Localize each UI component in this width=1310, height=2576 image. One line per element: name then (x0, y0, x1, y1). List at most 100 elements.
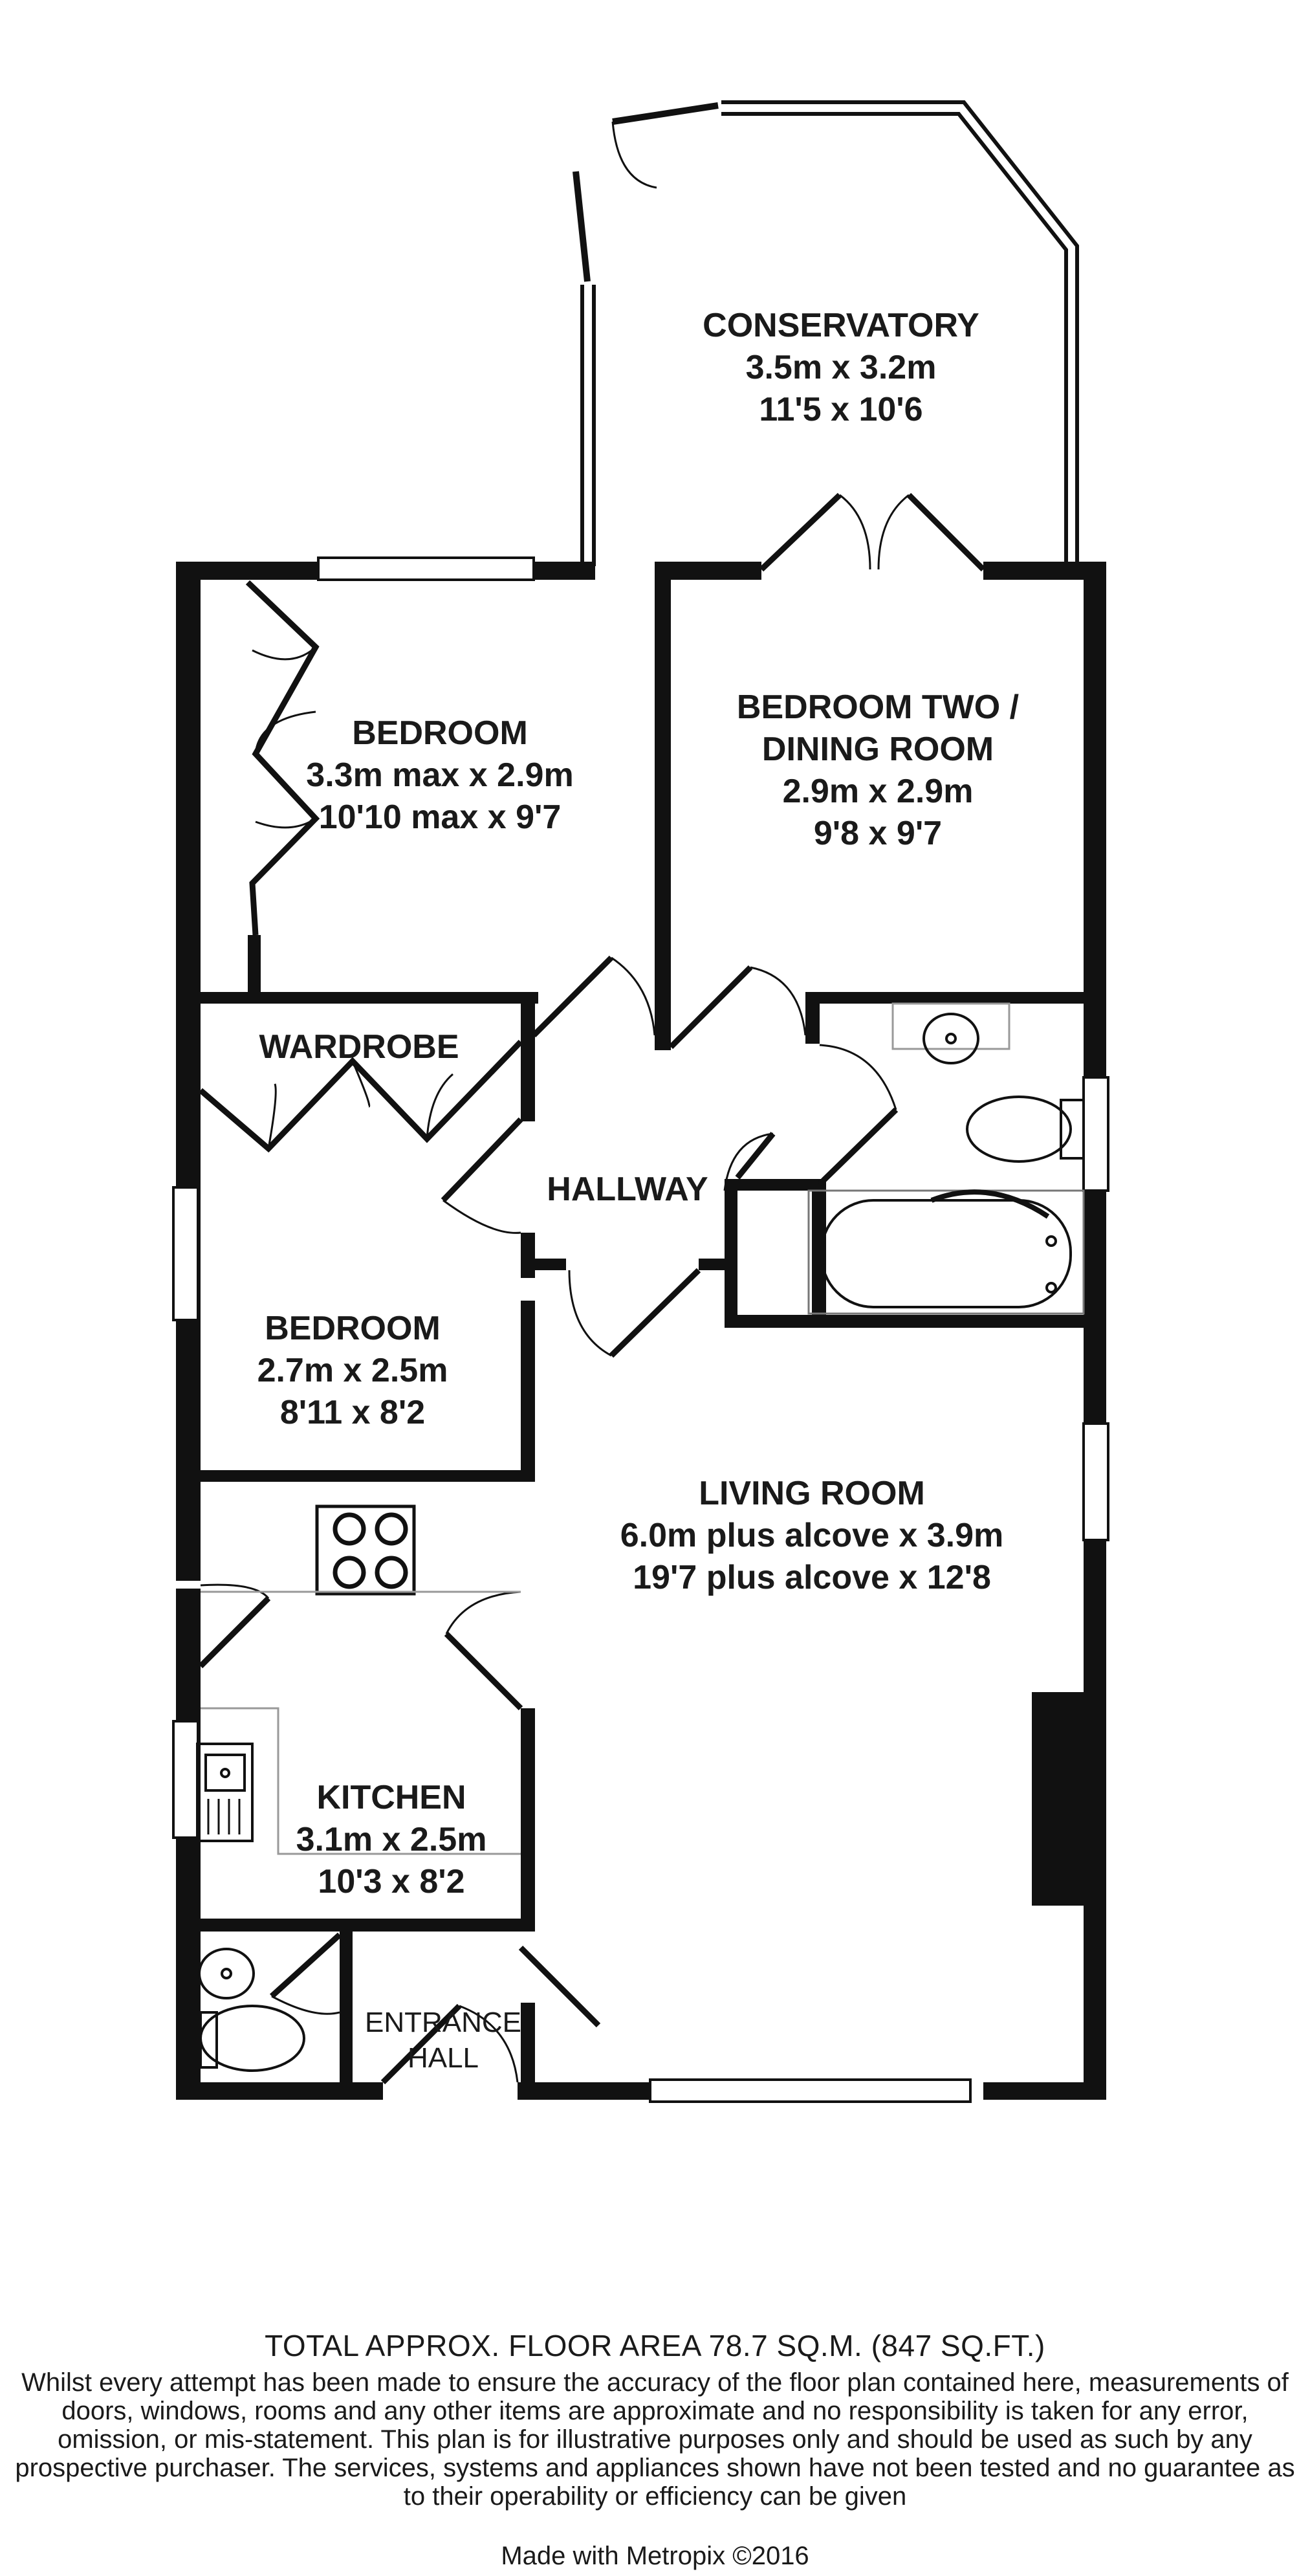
wc-cistern (199, 2011, 218, 2069)
wall-kitchen-wc (176, 1919, 535, 1932)
door-bedroom-three-swing (442, 1199, 521, 1234)
kitchen-worktop-left (201, 1707, 521, 1855)
bedroom-two-metric: 2.9m x 2.9m (783, 773, 974, 810)
wall-bath-left-b (812, 1179, 826, 1328)
wall-bath-left-a (805, 992, 820, 1044)
bathroom-toilet-icon (966, 1095, 1072, 1163)
bath-surround (807, 1189, 1085, 1315)
wall-bath-bottom (728, 1315, 1106, 1328)
wardrobe-bifold-bed1 (245, 580, 320, 936)
outer-wall-top-right-a (655, 562, 761, 580)
conservatory-door-swing (611, 121, 657, 189)
metropix-credit: Made with Metropix ©2016 (501, 2542, 809, 2570)
outer-wall-top-left (176, 562, 318, 580)
outer-wall-left-bottom (176, 1589, 201, 2100)
doors (198, 492, 986, 2085)
window-bed3-left (172, 1186, 199, 1321)
window-living-right (1082, 1422, 1109, 1541)
door-wc-leaf (269, 1932, 342, 1999)
entrance-hall-name-line1: ENTRANCE (365, 2007, 521, 2038)
door-bathroom-swing (819, 1044, 897, 1110)
bedroom-two-imperial: 9'8 x 9'7 (814, 815, 942, 852)
outer-wall-top-mid (534, 562, 595, 580)
bathroom-cistern (1060, 1099, 1085, 1160)
wc-basin-icon (198, 1948, 255, 1999)
chimney-breast (1032, 1692, 1084, 1906)
room-labels: CONSERVATORY 3.5m x 3.2m 11'5 x 10'6 BED… (257, 307, 1020, 2074)
hob-ring-2 (375, 1512, 408, 1546)
outer-wall-right-top (1084, 562, 1106, 1086)
conservatory-door-leaf-b (573, 171, 591, 282)
conservatory-imperial: 11'5 x 10'6 (759, 391, 922, 428)
wall-kitchen-right-a (521, 1708, 535, 1932)
hob-ring-1 (333, 1512, 366, 1546)
door-entrance-living-leaf (518, 1945, 601, 2028)
wardrobe-bifold-hall-swing (267, 1061, 453, 1149)
wall-wc-right (340, 1919, 353, 2100)
windows (172, 556, 1109, 2103)
door-conservatory-leaf-left (759, 492, 842, 572)
living-room-imperial: 19'7 plus alcove x 12'8 (633, 1559, 991, 1596)
wall-entrance-right (521, 2003, 535, 2100)
wc-basin-drain (221, 1968, 232, 1979)
door-kitchen-left-leaf (198, 1596, 271, 1669)
bathroom-vanity (891, 1002, 1010, 1050)
wall-bed3-right-b (521, 1301, 535, 1482)
fixtures (196, 1002, 1085, 2072)
door-bedroom-two-leaf (668, 965, 753, 1050)
bath-tap-right (1045, 1282, 1057, 1294)
wall-bed1-bed2 (655, 562, 671, 1050)
outer-wall-right-mid (1084, 1191, 1106, 1433)
door-kitchen-right-leaf (444, 1631, 523, 1711)
door-bathroom-leaf (817, 1107, 899, 1187)
door-conservatory-swing-left (839, 494, 871, 570)
hob-ring-4 (375, 1556, 408, 1589)
wardrobe-name: WARDROBE (259, 1028, 459, 1066)
bedroom-three-imperial: 8'11 x 8'2 (280, 1394, 425, 1431)
door-kitchen-left-swing (200, 1583, 270, 1599)
door-conservatory-swing-right (877, 494, 910, 570)
hob-ring-3 (333, 1556, 366, 1589)
door-bedroom-one-swing (611, 956, 656, 1036)
window-bedroom-top (317, 556, 535, 581)
kitchen-metric: 3.1m x 2.5m (296, 1821, 487, 1858)
hallway-name: HALLWAY (547, 1171, 708, 1208)
bedroom-one-imperial: 10'10 max x 9'7 (319, 798, 562, 836)
wall-bed3-right-a (521, 1233, 535, 1278)
kitchen-drainer (207, 1799, 241, 1834)
door-wc-swing (271, 1995, 340, 2015)
wall-hall-stub (521, 1259, 566, 1270)
bedroom-two-name-line2: DINING ROOM (762, 731, 994, 768)
wall-wardrobe-right (521, 992, 535, 1121)
living-room-metric: 6.0m plus alcove x 3.9m (620, 1517, 1004, 1554)
conservatory-top-frame (721, 100, 1079, 566)
window-living-bottom (649, 2078, 972, 2103)
wall-bed3-kitchen (176, 1470, 535, 1482)
wall-cupboard-left (725, 1179, 737, 1328)
kitchen-sink-drain (220, 1768, 230, 1778)
outer-wall-left-top (176, 562, 201, 1581)
bedroom-three-metric: 2.7m x 2.5m (257, 1352, 448, 1389)
door-living-leaf (609, 1268, 701, 1358)
wall-bed2-bath (812, 992, 1106, 1004)
door-bedroom-two-swing (750, 966, 807, 1036)
walls (176, 562, 1106, 2100)
bathroom-basin-drain (945, 1033, 957, 1044)
conservatory-frame (573, 100, 1079, 566)
outer-wall-bottom-right (983, 2082, 1106, 2100)
door-living-swing (568, 1270, 612, 1357)
door-bedroom-three-leaf (441, 1117, 523, 1203)
conservatory-door-leaf-a (612, 102, 719, 125)
door-cupboard-leaf (735, 1132, 776, 1180)
door-front-swing (459, 2005, 519, 2083)
entrance-hall-name-line2: HALL (408, 2042, 479, 2074)
living-room-name: LIVING ROOM (699, 1475, 925, 1512)
kitchen-imperial: 10'3 x 8'2 (318, 1863, 464, 1900)
wall-bed1-stub (248, 935, 261, 1000)
total-floor-area: TOTAL APPROX. FLOOR AREA 78.7 SQ.M. (847… (265, 2329, 1045, 2362)
door-bedroom-one-leaf (531, 955, 614, 1038)
wall-bed1-wardrobe (176, 992, 538, 1004)
kitchen-name: KITCHEN (316, 1779, 466, 1816)
window-bath-right (1082, 1076, 1109, 1192)
